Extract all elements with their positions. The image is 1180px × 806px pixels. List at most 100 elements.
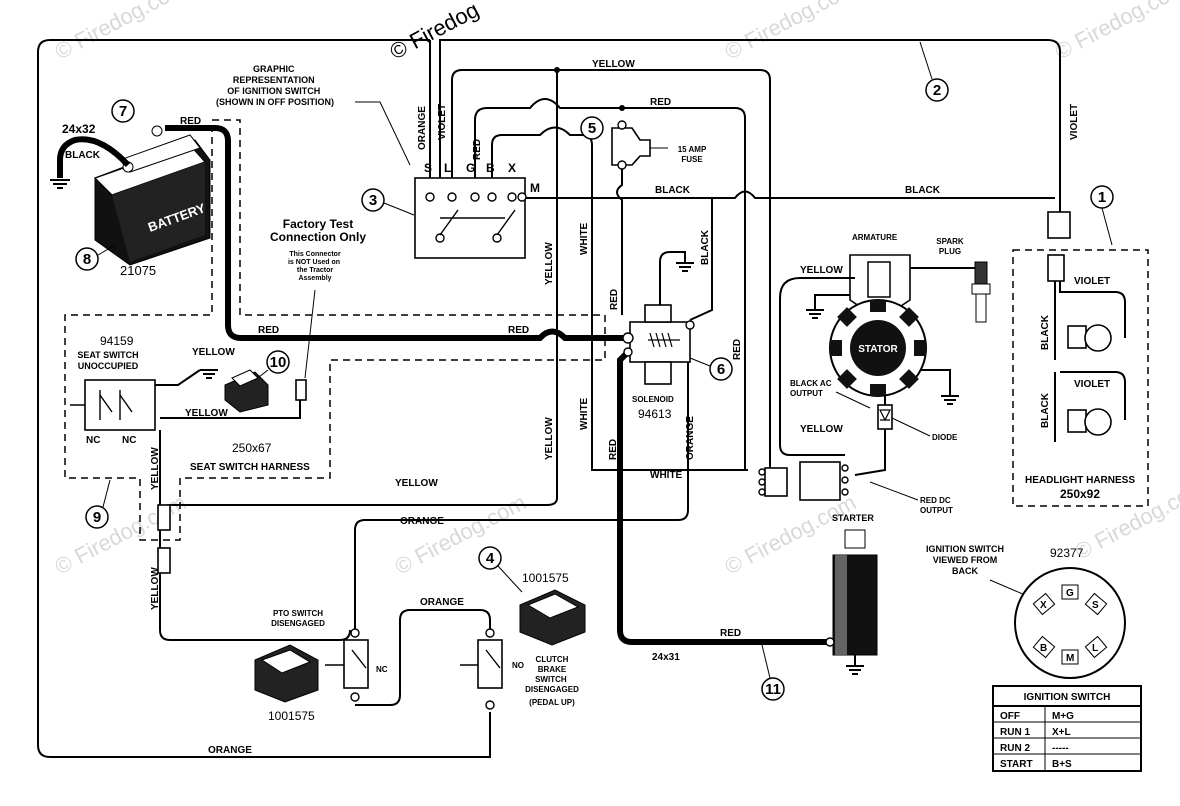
svg-text:6: 6 — [717, 361, 725, 378]
ign-table-cell: RUN 2 — [1000, 743, 1030, 754]
diode-leader — [891, 417, 931, 437]
wire-label-yellow: YELLOW — [185, 408, 228, 419]
wire-black-ground — [689, 198, 713, 321]
wire-black-battery — [57, 136, 131, 178]
ign-table-cell: X+L — [1052, 727, 1071, 738]
junction-dot — [619, 105, 625, 111]
clutch-switch-contact — [460, 649, 501, 669]
wire-label-orange: ORANGE — [400, 516, 444, 527]
clutch-part-number: 1001575 — [522, 571, 569, 585]
ground-symbol — [50, 179, 70, 189]
wire-red-fuse — [616, 160, 623, 315]
ignition-terminal-g: G — [466, 161, 475, 175]
ignition-switch-back — [1014, 567, 1126, 679]
copyright-mark: © Firedog — [386, 0, 483, 64]
clutch-switch — [477, 639, 503, 689]
seat-switch-nc-2: NC — [122, 435, 136, 446]
wire-label-black: BLACK — [1040, 314, 1051, 350]
diode-symbol — [879, 409, 891, 422]
callout-9: 9 — [85, 479, 111, 529]
wire-black-m — [522, 190, 1055, 199]
armature-label: ARMATURE — [852, 233, 898, 242]
wire-label-black: BLACK — [655, 185, 691, 196]
wire-label-violet: VIOLET — [1069, 104, 1080, 140]
ign-pin-m: M — [1066, 653, 1074, 664]
wire-label-orange: ORANGE — [420, 597, 464, 608]
battery-cable-size: 24x32 — [62, 122, 96, 136]
battery-part-number: 21075 — [120, 263, 156, 278]
pto-switch — [343, 639, 369, 689]
svg-text:9: 9 — [93, 509, 101, 526]
clutch-contact-label: NO — [512, 661, 524, 670]
ground-symbol — [846, 655, 864, 675]
seat-harness-label: SEAT SWITCH HARNESS — [190, 462, 310, 473]
ignition-terminals — [425, 192, 527, 243]
svg-text:10: 10 — [270, 354, 287, 371]
wire-red-starter-cable — [617, 347, 830, 645]
wire-label-red: RED — [180, 116, 201, 127]
ground-symbol — [200, 369, 218, 379]
ign-back-leader — [989, 579, 1026, 596]
wire-label-orange: ORANGE — [208, 745, 252, 756]
wire-label-violet: VIOLET — [1074, 379, 1110, 390]
wire-label-orange: ORANGE — [417, 106, 428, 150]
wire-label-yellow: YELLOW — [395, 478, 438, 489]
ign-table-cell: ----- — [1052, 743, 1069, 754]
wire-solenoid-ground — [659, 251, 686, 310]
pto-part-number: 1001575 — [268, 709, 315, 723]
ground-symbol — [941, 395, 959, 405]
wire-red-g — [474, 98, 746, 470]
ign-table-title: IGNITION SWITCH — [1024, 692, 1111, 703]
ign-back-part: 92377 — [1050, 546, 1084, 560]
wire-label-yellow: YELLOW — [150, 447, 161, 490]
seat-switch-nc-1: NC — [86, 435, 100, 446]
wire-stator-ground — [920, 369, 951, 395]
wire-yellow-seat-2 — [160, 400, 301, 419]
spark-plug — [971, 261, 991, 323]
wire-label-white: WHITE — [650, 470, 683, 481]
wire-orange-outer — [37, 39, 491, 758]
wire-label-red: RED — [608, 439, 619, 460]
wire-label-red: RED — [732, 339, 743, 360]
pto-contact-label: NC — [376, 665, 388, 674]
ign-pin-l: L — [1092, 643, 1098, 654]
svg-text:11: 11 — [765, 681, 781, 698]
starter-cable-size: 24x31 — [652, 652, 680, 663]
red-dc-leader — [869, 481, 919, 501]
ground-symbol — [676, 262, 694, 272]
black-ac-leader — [835, 391, 871, 409]
wire-label-yellow: YELLOW — [592, 59, 635, 70]
factory-test-connector — [295, 379, 307, 401]
wire-label-yellow: YELLOW — [192, 347, 235, 358]
ignition-terminal-s: S — [424, 161, 432, 175]
factory-test-plug — [224, 369, 269, 413]
ign-table-cell: B+S — [1052, 759, 1072, 770]
battery: BATTERY — [93, 125, 211, 266]
svg-text:4: 4 — [486, 550, 495, 567]
wire-red-dc — [854, 429, 886, 476]
callout-2: 2 — [919, 41, 949, 102]
wire-yellow-armature — [779, 277, 855, 456]
seat-switch-contacts — [70, 390, 133, 420]
wire-violet-headlight — [1059, 281, 1126, 420]
solenoid-part: 94613 — [638, 407, 672, 421]
wire-label-red: RED — [609, 289, 620, 310]
wire-label-black: BLACK — [1040, 392, 1051, 428]
wire-label-yellow: YELLOW — [150, 567, 161, 610]
svg-text:1: 1 — [1098, 189, 1106, 206]
watermark: © Firedog.com — [1051, 0, 1180, 64]
fuse-15-amp — [611, 120, 651, 170]
wire-label-red: RED — [258, 325, 279, 336]
wire-orange-pto — [355, 609, 491, 706]
wire-yellow-seat-switch — [150, 369, 201, 386]
ignition-table — [992, 685, 1142, 772]
wire-orange-solenoid — [354, 360, 689, 630]
wire-label-black: BLACK — [905, 185, 941, 196]
